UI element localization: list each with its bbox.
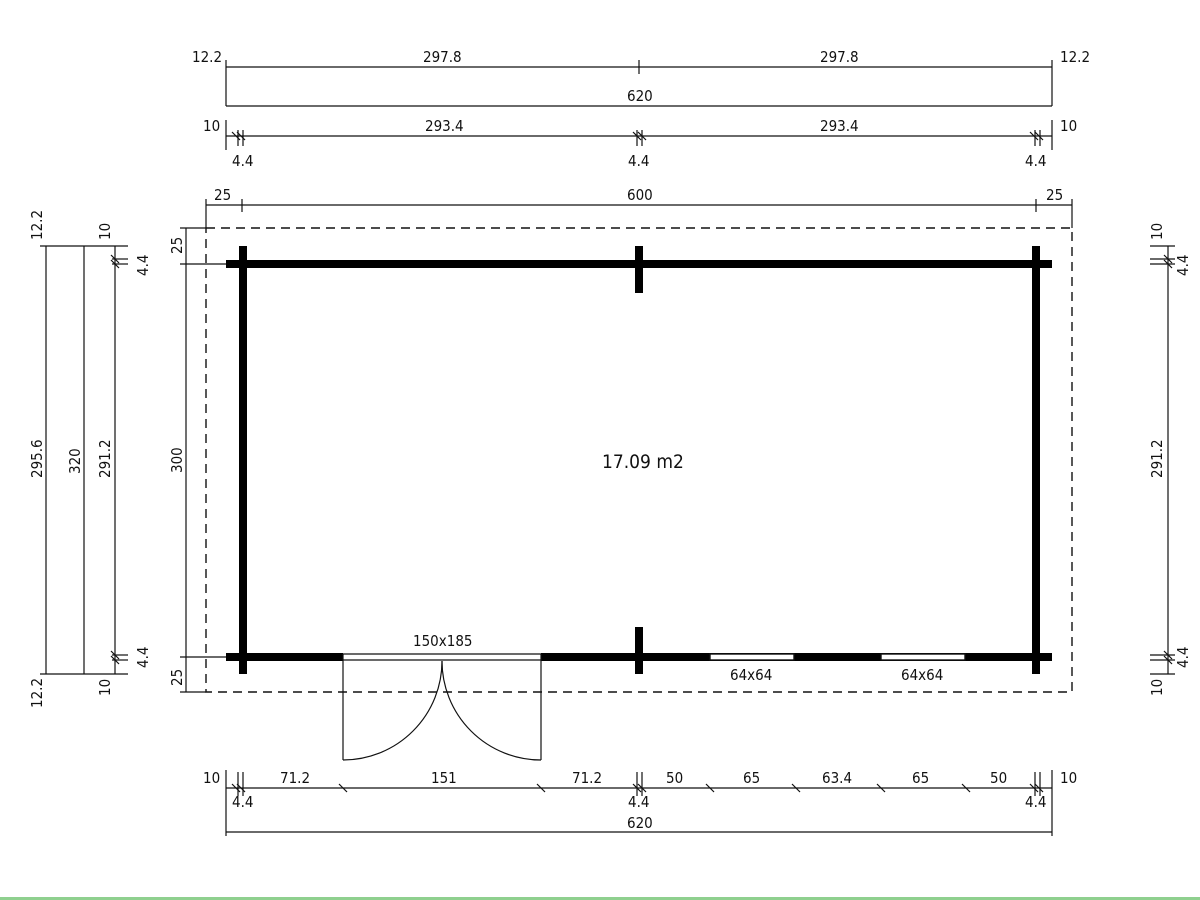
bottom-dimension-row-2: 620 [226, 814, 1052, 833]
top-row1-left-end-label: 12.2 [192, 48, 222, 66]
bottom-gap-left-label: 4.4 [232, 793, 253, 811]
far-left-overall-label: 295.6 [28, 439, 46, 478]
top-row3-gap-left-label: 4.4 [232, 152, 253, 170]
inner-top-dimension: 25 600 25 [205, 186, 1073, 228]
bottom-total-label: 620 [627, 814, 653, 832]
top-dimension-row-1: 12.2 297.8 297.8 12.2 [192, 48, 1090, 106]
window-2: 64x64 [880, 653, 966, 684]
far-left-bottom-gap-label: 4.4 [134, 647, 152, 668]
bottom-dimension-row-1: 10 71.2 151 71.2 50 65 63.4 65 50 10 4.4… [203, 769, 1077, 836]
bottom-seg8-label: 50 [990, 769, 1007, 787]
bottom-seg6-label: 63.4 [822, 769, 852, 787]
roof-overhang-outline [205, 227, 1073, 693]
far-left-bottom-ten-label: 10 [96, 679, 114, 696]
bottom-seg1-label: 71.2 [280, 769, 310, 787]
top-row1-right-span-label: 297.8 [820, 48, 859, 66]
top-row1-right-end-label: 12.2 [1060, 48, 1090, 66]
building-walls [226, 246, 1052, 674]
window-1: 64x64 [709, 653, 795, 684]
top-row3-right-span-label: 293.4 [820, 117, 859, 135]
right-bottom-ten-label: 10 [1148, 679, 1166, 696]
right-dimensions: 10 4.4 291.2 4.4 10 [1148, 223, 1192, 696]
top-row3-right-end-label: 10 [1060, 117, 1077, 135]
bottom-left-end-label: 10 [203, 769, 220, 787]
right-top-gap-label: 4.4 [1174, 255, 1192, 276]
bottom-gap-mid-label: 4.4 [628, 793, 649, 811]
far-left-inner-label: 291.2 [96, 439, 114, 478]
door-size-label: 150x185 [413, 632, 473, 650]
bottom-seg3-label: 71.2 [572, 769, 602, 787]
far-left-top-ten-label: 10 [96, 223, 114, 240]
inner-top-right-overhang-label: 25 [1046, 186, 1063, 204]
bottom-right-end-label: 10 [1060, 769, 1077, 787]
top-row3-gap-mid-label: 4.4 [628, 152, 649, 170]
left-overhang-bottom-label: 25 [168, 669, 186, 686]
top-row2-total-label: 620 [627, 87, 653, 105]
bottom-seg7-label: 65 [912, 769, 929, 787]
left-vertical-dimension: 25 300 25 [168, 227, 226, 693]
top-dimension-row-2: 620 [226, 87, 1052, 107]
right-bottom-gap-label: 4.4 [1174, 647, 1192, 668]
top-dimension-row-3: 10 293.4 293.4 10 4.4 4.4 4.4 [203, 117, 1077, 170]
floor-area-label: 17.09 m2 [602, 451, 684, 473]
bottom-seg2-label: 151 [431, 769, 457, 787]
top-row3-gap-right-label: 4.4 [1025, 152, 1046, 170]
right-inner-label: 291.2 [1148, 439, 1166, 478]
inner-top-left-overhang-label: 25 [214, 186, 231, 204]
top-row3-left-span-label: 293.4 [425, 117, 464, 135]
far-left-top-end-label: 12.2 [28, 210, 46, 240]
far-left-dimensions: 12.2 295.6 320 291.2 12.2 10 4.4 4.4 10 [28, 210, 152, 708]
window-1-size-label: 64x64 [730, 666, 772, 684]
top-row3-left-end-label: 10 [203, 117, 220, 135]
inner-top-span-label: 600 [627, 186, 653, 204]
left-overhang-top-label: 25 [168, 237, 186, 254]
bottom-gap-right-label: 4.4 [1025, 793, 1046, 811]
right-top-ten-label: 10 [1148, 223, 1166, 240]
page-bottom-rule [0, 897, 1200, 900]
far-left-bottom-end-label: 12.2 [28, 678, 46, 708]
double-door: 150x185 [342, 632, 542, 761]
left-depth-label: 300 [168, 447, 186, 473]
window-2-size-label: 64x64 [901, 666, 943, 684]
top-row1-left-span-label: 297.8 [423, 48, 462, 66]
bottom-seg4-label: 50 [666, 769, 683, 787]
far-left-middle-label: 320 [66, 448, 84, 474]
bottom-seg5-label: 65 [743, 769, 760, 787]
far-left-top-gap-label: 4.4 [134, 255, 152, 276]
